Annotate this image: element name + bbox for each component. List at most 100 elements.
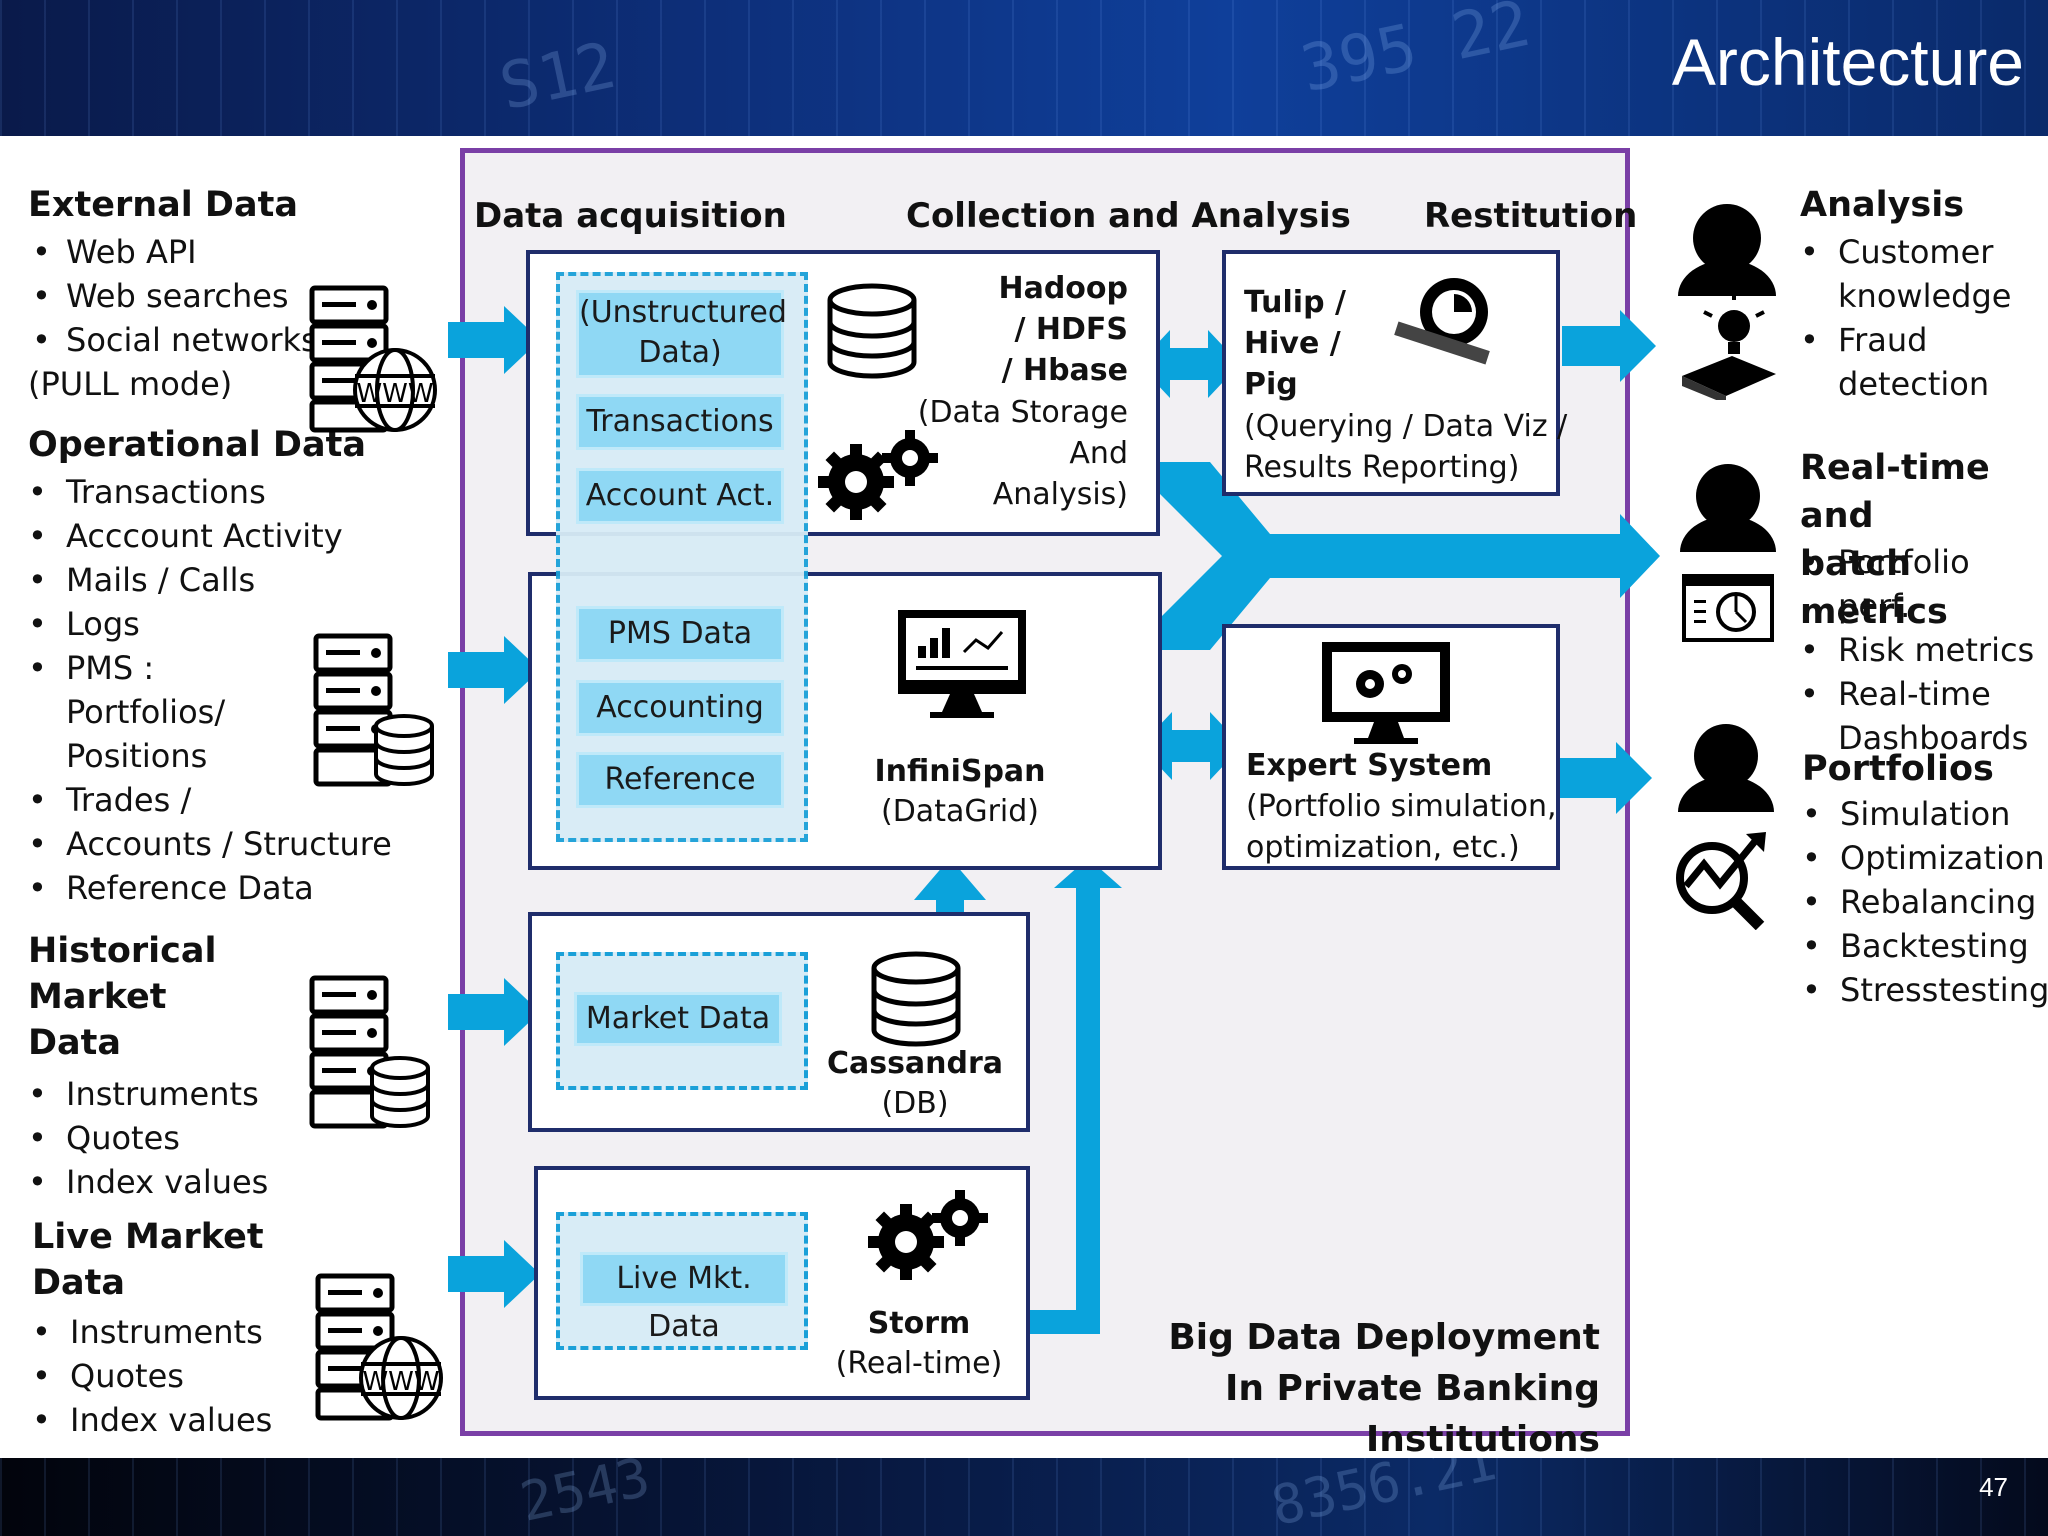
list-item: •Quotes	[28, 1119, 180, 1157]
infinispan-description: (DataGrid)	[881, 794, 1039, 829]
list-item: •Transactions	[28, 473, 266, 511]
cell-live-market-data: Live Mkt. Data	[580, 1252, 788, 1344]
monitor-gears-icon	[1322, 642, 1450, 744]
list-item: Web searches	[28, 274, 318, 318]
server-web-icon: WWW	[315, 1273, 443, 1421]
list-item: •Index values	[28, 1163, 269, 1201]
slide-title: Architecture	[1671, 25, 2024, 99]
gears-icon	[868, 1190, 988, 1280]
historical-data-heading: Historical Market Data	[28, 931, 217, 1063]
external-data-list: Web API Web searches Social networks	[28, 230, 318, 362]
server-database-icon	[313, 633, 434, 787]
double-arrow	[1138, 330, 1240, 398]
operational-data-heading: Operational Data	[28, 425, 366, 465]
list-item: Portfolios/	[66, 693, 226, 731]
list-item: •Stresstesting	[1802, 971, 2048, 1009]
expert-system-description: (Portfolio simulation,optimization, etc.…	[1246, 789, 1557, 865]
merge-arrow	[1160, 462, 1660, 650]
tulip-description: (Querying / Data Viz /Results Reporting)	[1244, 409, 1568, 485]
list-item: detection	[1838, 365, 1990, 403]
list-item: •Simulation	[1802, 795, 2011, 833]
list-item: •Backtesting	[1802, 927, 2029, 965]
database-icon	[827, 283, 917, 379]
list-item: •Reference Data	[28, 869, 314, 907]
list-item: •Fraud	[1800, 321, 1928, 359]
cell-pms-data: PMS Data	[576, 606, 784, 662]
list-item: knowledge	[1838, 277, 2012, 315]
list-item: •Risk metrics	[1800, 631, 2035, 669]
live-data-list: •Instruments •Quotes •Index values	[32, 1310, 272, 1442]
storm-title: Storm	[867, 1306, 971, 1341]
list-item: •Logs	[28, 605, 140, 643]
portfolios-list: •Simulation •Optimization •Rebalancing •…	[1802, 792, 2048, 1012]
analysis-list: •Customer knowledge •Fraud detection	[1800, 230, 2011, 406]
svg-text:WWW: WWW	[362, 1367, 439, 1397]
input-arrow	[448, 306, 540, 374]
column-heading-restitution: Restitution	[1424, 196, 1638, 236]
list-item: •Instruments	[32, 1313, 263, 1351]
input-arrow	[448, 1240, 540, 1308]
title-banner: S12 395 22	[0, 0, 2048, 136]
external-data-heading: External Data	[28, 185, 298, 225]
output-arrow	[1562, 310, 1656, 382]
server-web-icon: WWW	[309, 285, 437, 433]
list-item: Social networks	[28, 318, 318, 362]
tulip-title: Tulip /Hive /Pig	[1244, 285, 1346, 402]
list-item: •Mails / Calls	[28, 561, 256, 599]
list-item: •Accounts / Structure	[28, 825, 392, 863]
list-item: •Trades /	[28, 781, 192, 819]
up-arrow	[1012, 858, 1122, 1334]
tulip-box	[1222, 250, 1560, 496]
list-item: Dashboards	[1838, 719, 2029, 757]
list-item: •Instruments	[28, 1075, 259, 1113]
column-heading-acquisition: Data acquisition	[474, 196, 787, 236]
list-item: •PMS :	[28, 649, 155, 687]
historical-data-list: •Instruments •Quotes •Index values	[28, 1072, 268, 1204]
person-analysis-icon	[1676, 724, 1774, 930]
live-data-heading: Live Market Data	[32, 1217, 264, 1303]
portfolios-heading: Portfolios	[1802, 749, 1994, 789]
list-item: Web API	[28, 230, 318, 274]
person-dashboard-icon	[1680, 464, 1776, 642]
list-item: •Index values	[32, 1401, 273, 1439]
database-icon	[871, 951, 961, 1047]
hadoop-title: Hadoop/ HDFS/ Hbase	[998, 271, 1128, 388]
list-item: •Quotes	[32, 1357, 184, 1395]
list-item: Positions	[66, 737, 208, 775]
list-item: •Customer	[1800, 233, 1994, 271]
infinispan-title: InfiniSpan	[874, 754, 1046, 789]
list-item: •Rebalancing	[1802, 883, 2037, 921]
list-item: •Optimization	[1802, 839, 2045, 877]
analysis-heading: Analysis	[1800, 185, 1965, 225]
storm-description: (Real-time)	[835, 1346, 1003, 1381]
cassandra-title: Cassandra	[826, 1046, 1004, 1081]
up-arrow	[914, 858, 986, 934]
reporting-gauge-icon	[1394, 278, 1490, 365]
expert-system-title: Expert System	[1246, 748, 1493, 783]
cell-account-activity: Account Act.	[576, 468, 784, 524]
list-item: •Real-time	[1800, 675, 1991, 713]
person-idea-icon	[1678, 204, 1776, 400]
external-data-note: (PULL mode)	[28, 365, 233, 403]
footer-banner: 2543 8356.21	[0, 1458, 2048, 1536]
svg-text:WWW: WWW	[356, 379, 433, 409]
cassandra-description: (DB)	[881, 1086, 949, 1121]
column-heading-collection: Collection and Analysis	[906, 196, 1351, 236]
input-arrow	[448, 636, 540, 704]
input-arrow	[448, 978, 540, 1046]
list-item: •Portfolio perf.	[1800, 543, 1970, 625]
cell-transactions: Transactions	[576, 394, 784, 450]
cell-accounting: Accounting	[576, 680, 784, 736]
server-database-icon	[309, 975, 430, 1129]
gears-icon	[818, 430, 938, 520]
metrics-list: •Portfolio perf. •Risk metrics •Real-tim…	[1800, 540, 2048, 760]
cell-market-data: Market Data	[574, 992, 782, 1046]
cell-reference: Reference	[576, 752, 784, 808]
output-arrow	[1558, 742, 1652, 814]
monitor-chart-icon	[898, 610, 1026, 718]
list-item: •Acccount Activity	[28, 517, 343, 555]
